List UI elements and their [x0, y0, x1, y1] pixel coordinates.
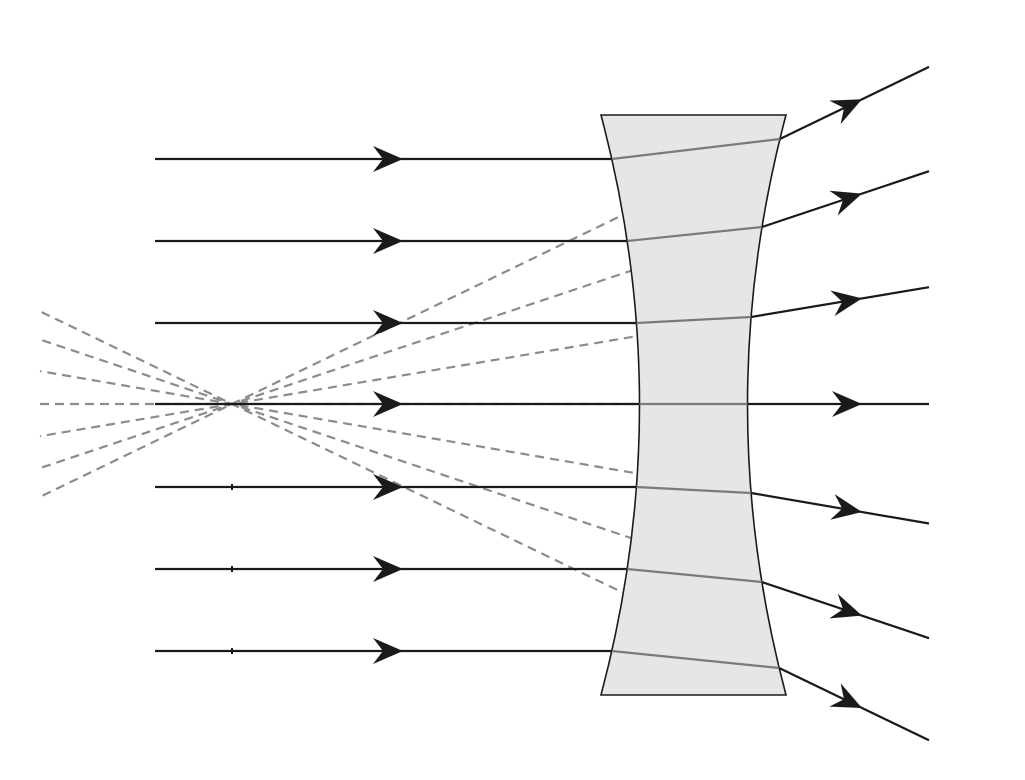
- outgoing-ray: [750, 491, 930, 525]
- inside-lens-rays-group: [611, 137, 781, 670]
- arrowhead-icon: [829, 683, 862, 708]
- arrowhead-icon: [373, 146, 403, 172]
- arrowhead-icon: [373, 638, 403, 664]
- arrowhead-icon: [829, 190, 862, 216]
- arrowheads-group: [373, 99, 862, 708]
- inside-lens-ray: [636, 315, 752, 325]
- inside-lens-ray: [611, 649, 780, 670]
- inside-lens-ray: [611, 137, 781, 161]
- inside-lens-ray: [636, 485, 752, 495]
- arrowhead-icon: [373, 391, 403, 417]
- arrowhead-icon: [830, 290, 862, 317]
- arrowhead-icon: [373, 310, 403, 336]
- inside-lens-ray: [627, 225, 763, 243]
- arrowhead-icon: [829, 99, 862, 125]
- outgoing-ray: [750, 286, 930, 319]
- arrowhead-icon: [373, 556, 403, 582]
- arrowhead-icon: [832, 391, 862, 417]
- arrowhead-icon: [830, 494, 862, 520]
- outgoing-rays-group: [747, 65, 930, 742]
- arrowhead-icon: [373, 228, 403, 254]
- arrowhead-icon: [829, 593, 862, 619]
- arrowhead-icon: [373, 474, 403, 500]
- virtual-ray: [39, 369, 752, 495]
- inside-lens-ray: [627, 567, 762, 584]
- virtual-ray: [39, 315, 752, 438]
